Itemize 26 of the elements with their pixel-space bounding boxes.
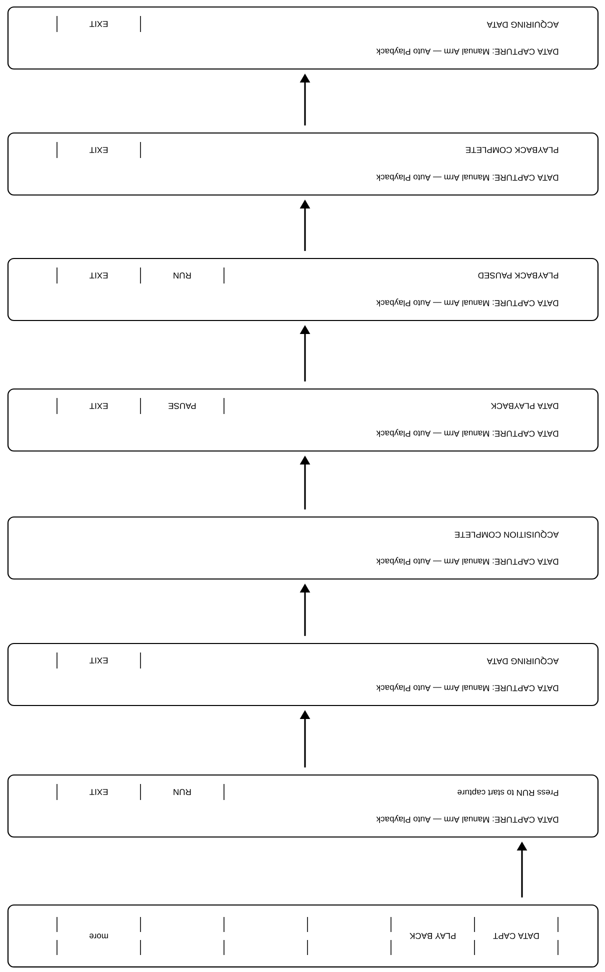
softkey-label: RUN bbox=[174, 789, 191, 795]
screen-title: DATA CAPTURE: Manual Arm — Auto Playback bbox=[376, 684, 558, 692]
status-message: DATA PLAYBACK bbox=[490, 403, 558, 409]
status-message: ACQUISITION COMPLETE bbox=[454, 530, 559, 538]
status-message: ACQUIRING DATA bbox=[486, 20, 559, 28]
softkey-label: more bbox=[90, 934, 108, 938]
softkey-label: PLAY BACK bbox=[410, 932, 456, 939]
softkey-label: EXIT bbox=[90, 272, 108, 278]
status-message: PLAYBACK COMPLETE bbox=[466, 147, 558, 153]
screen-title: DATA CAPTURE: Manual Arm — Auto Playback bbox=[376, 429, 558, 437]
screen-title: DATA CAPTURE: Manual Arm — Auto Playback bbox=[376, 815, 558, 823]
status-message: Press RUN to start capture bbox=[458, 788, 558, 796]
softkey-label: EXIT bbox=[90, 147, 108, 153]
status-message: ACQUIRING DATA bbox=[486, 656, 559, 664]
softkey-label: EXIT bbox=[90, 403, 108, 409]
softkey-label: RUN bbox=[174, 272, 191, 278]
screen-title: DATA CAPTURE: Manual Arm — Auto Playback bbox=[376, 173, 558, 181]
status-message: PLAYBACK PAUSED bbox=[478, 272, 558, 278]
softkey-label: PAUSE bbox=[168, 403, 196, 409]
softkey-label: EXIT bbox=[90, 658, 108, 664]
softkey-label: EXIT bbox=[90, 789, 108, 795]
screen-title: DATA CAPTURE: Manual Arm — Auto Playback bbox=[376, 47, 558, 55]
screen-title: DATA CAPTURE: Manual Arm — Auto Playback bbox=[376, 557, 558, 565]
screen-title: DATA CAPTURE: Manual Arm — Auto Playback bbox=[376, 298, 558, 306]
softkey-label: DATA CAPT bbox=[493, 932, 539, 939]
softkey-label: EXIT bbox=[90, 21, 108, 27]
